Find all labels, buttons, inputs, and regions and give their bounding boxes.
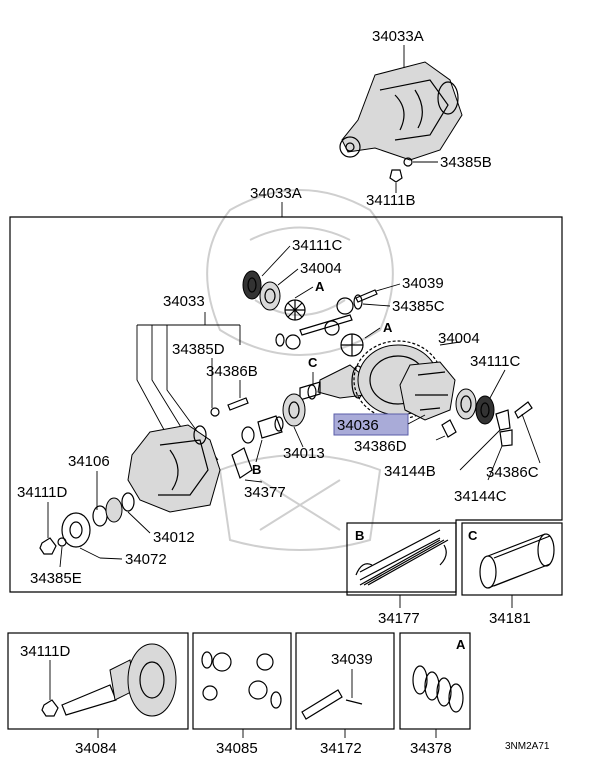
box-C-letter: C	[468, 528, 478, 543]
box-pinion-shaft	[295, 632, 395, 730]
box-B-letter: B	[355, 528, 364, 543]
bracket-34144C[interactable]	[499, 429, 513, 447]
pinion-gear-mid[interactable]	[324, 320, 340, 336]
shim-stack-C[interactable]	[479, 533, 555, 589]
ring-pinion-set[interactable]	[41, 643, 177, 717]
label-34385C: 34385C	[392, 298, 445, 315]
label-34111D-b: 34111D	[20, 643, 70, 660]
bearing-34004-lower[interactable]	[455, 388, 477, 420]
label-34181: 34181	[489, 610, 531, 627]
spacer-ring[interactable]	[307, 384, 317, 400]
label-34385D: 34385D	[172, 341, 225, 358]
bearing-34111C-upper[interactable]	[242, 270, 262, 300]
washer-34385D[interactable]	[210, 407, 220, 417]
label-top-bolt: 34111B	[366, 192, 416, 209]
box-diff-gears	[192, 632, 292, 730]
label-34144C: 34144C	[454, 488, 507, 505]
label-34012: 34012	[153, 529, 195, 546]
label-34033: 34033	[163, 293, 205, 310]
carrier-housing[interactable]	[127, 424, 221, 513]
box-washer-set-A	[399, 632, 471, 730]
ref-C: C	[308, 355, 318, 370]
oil-seal[interactable]	[241, 426, 255, 444]
bearing-34013[interactable]	[282, 393, 306, 427]
flange-nut[interactable]	[39, 537, 57, 555]
bearing-34111C-lower[interactable]	[475, 395, 495, 425]
label-34111C-a: 34111C	[292, 237, 342, 254]
label-34036: 34036	[337, 417, 379, 434]
bearing-34004-upper[interactable]	[259, 281, 281, 311]
label-34378: 34378	[410, 740, 452, 757]
bolt-34386D[interactable]	[441, 419, 457, 438]
lock-pin-34039[interactable]	[355, 289, 378, 303]
label-main-assembly: 34033A	[250, 185, 302, 202]
drawing-code: 3NM2A71	[505, 741, 550, 752]
side-gear-upper[interactable]	[284, 299, 306, 321]
pinion-gear-34385C[interactable]	[336, 294, 363, 315]
washer-upper-small[interactable]	[275, 333, 285, 347]
label-34386D: 34386D	[354, 438, 407, 455]
diff-gear-set[interactable]	[201, 651, 282, 709]
label-34072: 34072	[125, 551, 167, 568]
side-gear-lower[interactable]	[340, 333, 364, 357]
shim-stack-B[interactable]	[355, 529, 449, 586]
label-34144B: 34144B	[384, 463, 436, 480]
label-34386C: 34386C	[486, 464, 539, 481]
bearing-front[interactable]	[105, 497, 123, 523]
label-34013: 34013	[283, 445, 325, 462]
pinion-gear-upper[interactable]	[285, 334, 301, 350]
bolt-34386B[interactable]	[227, 397, 249, 411]
highlight-34036[interactable]	[333, 413, 409, 436]
label-34106: 34106	[68, 453, 110, 470]
pinion-shaft-34039[interactable]	[299, 314, 353, 336]
bolt-34386C[interactable]	[514, 401, 533, 419]
collapsible-spacer[interactable]	[257, 415, 284, 439]
label-34172: 34172	[320, 740, 362, 757]
label-34084: 34084	[75, 740, 117, 757]
top-nut[interactable]	[403, 157, 413, 167]
top-differential-assembly[interactable]	[339, 61, 463, 161]
label-34111C-b: 34111C	[470, 353, 520, 370]
box-A-letter: A	[456, 637, 466, 652]
label-34004-b: 34004	[438, 330, 480, 347]
label-34177: 34177	[378, 610, 420, 627]
main-assembly-frame	[9, 216, 563, 593]
top-bolt[interactable]	[389, 169, 403, 183]
label-top-nut: 34385B	[440, 154, 492, 171]
ref-A-2: A	[383, 320, 393, 335]
ref-B: B	[252, 462, 261, 477]
washer-front[interactable]	[121, 492, 135, 512]
pinion-shaft-set[interactable]	[301, 689, 363, 720]
label-34385E: 34385E	[30, 570, 82, 587]
washer-set-A[interactable]	[412, 665, 464, 713]
oil-seal-34106[interactable]	[92, 505, 108, 527]
label-top-assembly: 34033A	[372, 28, 424, 45]
label-34377: 34377	[244, 484, 286, 501]
differential-case[interactable]	[399, 361, 456, 421]
spacer-34377[interactable]	[231, 447, 253, 479]
label-34004-a: 34004	[300, 260, 342, 277]
label-34039-b: 34039	[331, 651, 373, 668]
companion-flange[interactable]	[61, 512, 91, 548]
label-34386B: 34386B	[206, 363, 258, 380]
label-34039: 34039	[402, 275, 444, 292]
bracket-34144B[interactable]	[495, 409, 511, 431]
label-34111D-a: 34111D	[17, 484, 67, 501]
label-34085: 34085	[216, 740, 258, 757]
box-shims-B	[346, 522, 457, 596]
ref-A-1: A	[315, 279, 325, 294]
